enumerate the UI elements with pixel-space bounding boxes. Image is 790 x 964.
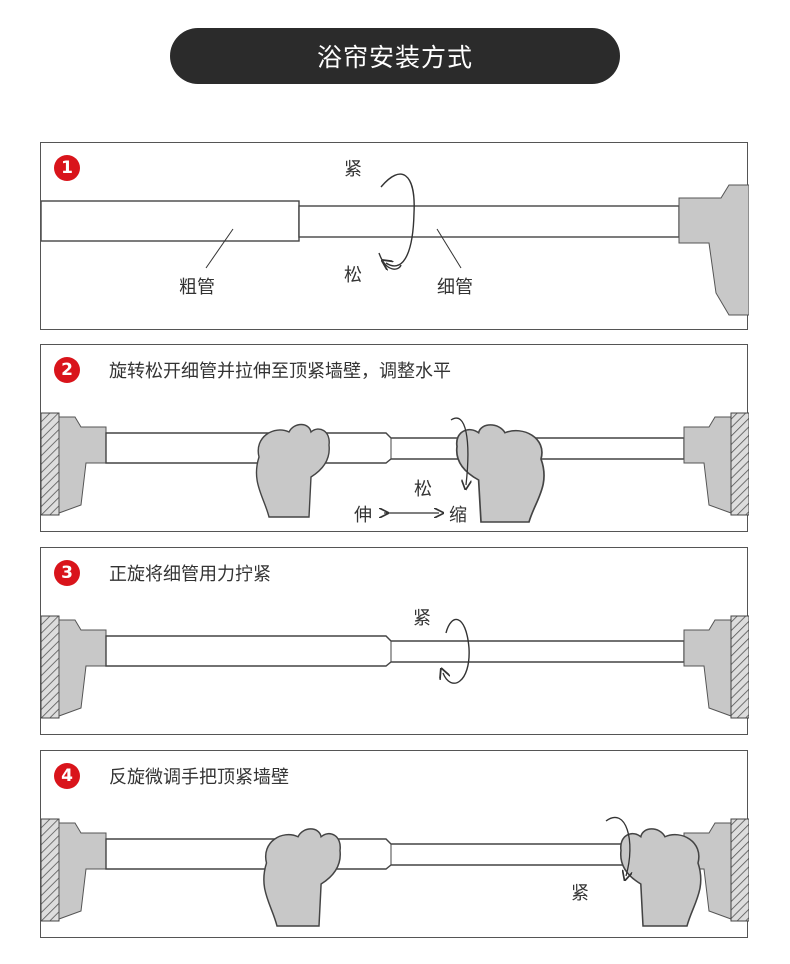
step-instruction: 旋转松开细管并拉伸至顶紧墙壁，调整水平 <box>109 361 451 382</box>
step-1-panel: 1 紧 松 粗管 细管 <box>40 142 749 330</box>
rod-diagram <box>41 173 749 316</box>
rotate-arrow-icon <box>443 618 470 684</box>
label-loose: 松 <box>414 479 432 500</box>
step-badge: 4 <box>54 763 80 789</box>
rotate-arrow-icon <box>381 173 415 266</box>
step-2-panel: 2 旋转松开细管并拉伸至顶紧墙壁，调整水平 松 伸 缩 <box>40 344 749 532</box>
step-instruction: 反旋微调手把顶紧墙壁 <box>109 767 289 788</box>
rotate-arrow-icon <box>450 417 468 485</box>
label-retract: 缩 <box>449 505 467 526</box>
label-tight: 紧 <box>344 159 362 180</box>
label-extend: 伸 <box>354 505 372 526</box>
step-3-panel: 3 正旋将细管用力拧紧 紧 <box>40 547 749 735</box>
label-tight: 紧 <box>413 608 431 629</box>
hand-icon <box>255 423 330 518</box>
hand-icon <box>455 424 545 523</box>
label-thin-tube: 细管 <box>437 277 473 298</box>
rod-diagram <box>41 412 749 523</box>
label-loose: 松 <box>344 265 362 286</box>
rod-diagram <box>41 615 749 719</box>
step-instruction: 正旋将细管用力拧紧 <box>109 564 271 585</box>
end-cap <box>678 184 749 316</box>
step-badge: 2 <box>54 357 80 383</box>
step-badge: 3 <box>54 560 80 586</box>
hand-icon <box>263 828 341 927</box>
rod-diagram <box>41 816 749 927</box>
step-badge: 1 <box>54 155 80 181</box>
step-4-panel: 4 反旋微调手把顶紧墙壁 紧 <box>40 750 749 938</box>
rotate-arrow-icon <box>605 816 630 876</box>
label-thick-tube: 粗管 <box>179 277 215 298</box>
page-title: 浴帘安装方式 <box>170 28 620 84</box>
hand-icon <box>619 828 702 927</box>
label-tight: 紧 <box>571 883 589 904</box>
